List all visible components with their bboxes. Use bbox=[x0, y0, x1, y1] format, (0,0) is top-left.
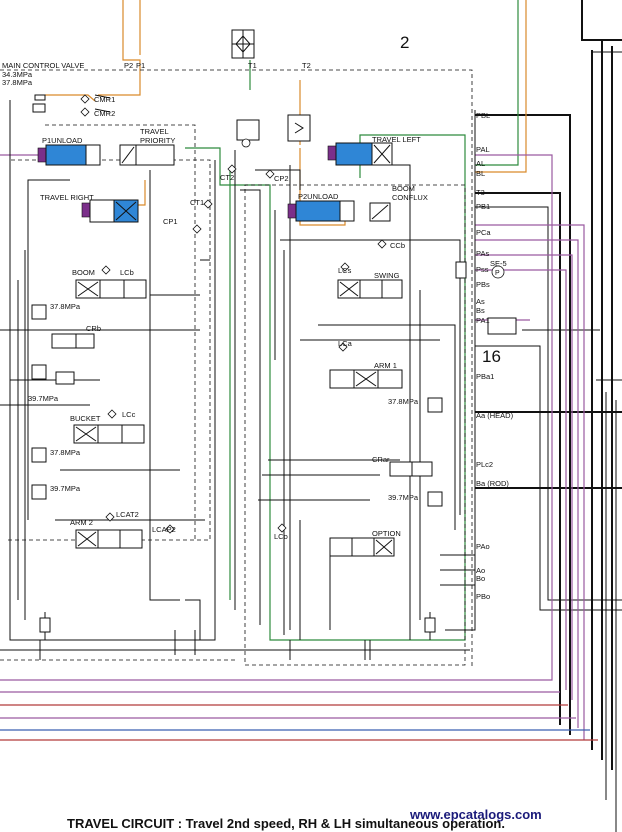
lcc-label: LCc bbox=[122, 410, 136, 419]
port-pa1-label: PA1 bbox=[476, 316, 490, 325]
p1unload-label: P1UNLOAD bbox=[42, 136, 83, 145]
relief-378-label-1: 37.8MPa bbox=[50, 302, 81, 311]
crb-label: CRb bbox=[86, 324, 101, 333]
bucket-label: BUCKET bbox=[70, 414, 101, 423]
port-pb1-label: PB1 bbox=[476, 202, 490, 211]
lca-label: LCa bbox=[338, 339, 353, 348]
port-as-label: As bbox=[476, 297, 485, 306]
port-t1-label: T1 bbox=[248, 61, 257, 70]
se5-label: SE-5 bbox=[490, 259, 507, 268]
port-pba1-label: PBa1 bbox=[476, 372, 494, 381]
relief-397-label-3: 39.7MPa bbox=[388, 493, 419, 502]
port-pao-label: PAo bbox=[476, 542, 490, 551]
relief-378-label-3: 37.8MPa bbox=[50, 448, 81, 457]
lcb-label: LCb bbox=[120, 268, 134, 277]
lcap2-label: LCAP2 bbox=[152, 525, 176, 534]
relief-valves bbox=[31, 261, 517, 633]
port-ao-label: Ao bbox=[476, 566, 485, 575]
port-bo-label: Bo bbox=[476, 574, 485, 583]
lcat2-label: LCAT2 bbox=[116, 510, 139, 519]
ct1-label: CT1 bbox=[190, 198, 204, 207]
boom-conflux-label-2: CONFLUX bbox=[392, 193, 428, 202]
component-labels: MAIN CONTROL VALVE 34.3MPa 37.8MPa P2 P1… bbox=[2, 33, 428, 541]
internal-passages bbox=[0, 100, 476, 660]
boom-conflux-label-1: BOOM bbox=[392, 184, 415, 193]
port-pss-label: Pss bbox=[476, 265, 489, 274]
relief-378-label-2: 37.8MPa bbox=[388, 397, 419, 406]
port-pas-label: PAs bbox=[476, 249, 489, 258]
reference-number-2: 2 bbox=[400, 33, 409, 52]
port-bl-label: BL bbox=[476, 169, 485, 178]
travel-left-label: TRAVEL LEFT bbox=[372, 135, 421, 144]
orange-pilot-lines bbox=[45, 0, 527, 226]
reference-number-16: 16 bbox=[482, 347, 501, 366]
option-label: OPTION bbox=[372, 529, 401, 538]
ccb-label: CCb bbox=[390, 241, 405, 250]
cp2-label: CP2 bbox=[274, 174, 289, 183]
arm2-label: ARM 2 bbox=[70, 518, 93, 527]
top-components bbox=[32, 29, 311, 148]
main-control-valve-label: MAIN CONTROL VALVE bbox=[2, 61, 84, 70]
port-p1-label: P1 bbox=[136, 61, 145, 70]
pressure-label-1: 34.3MPa bbox=[2, 70, 33, 79]
lcs-label: LCs bbox=[338, 266, 352, 275]
diagram-caption: TRAVEL CIRCUIT : Travel 2nd speed, RH & … bbox=[67, 816, 505, 831]
pressure-sensor-p-label: P bbox=[495, 270, 500, 277]
cmr1-label: CMR1 bbox=[94, 95, 115, 104]
relief-397-label-2: 39.7MPa bbox=[50, 484, 81, 493]
port-pbs-label: PBs bbox=[476, 280, 490, 289]
port-bs-label: Bs bbox=[476, 306, 485, 315]
arm1-label: ARM 1 bbox=[374, 361, 397, 370]
check-valves bbox=[80, 94, 387, 534]
port-al-label: AL bbox=[476, 159, 485, 168]
ct2-label: CT2 bbox=[220, 173, 234, 182]
port-pbl-label: PBL bbox=[476, 111, 490, 120]
port-labels: PBL PAL AL BL T3 PB1 PCa PAs SE-5 Pss P … bbox=[476, 111, 514, 601]
port-t2-label: T2 bbox=[302, 61, 311, 70]
right-black-lines bbox=[475, 0, 622, 832]
swing-label: SWING bbox=[374, 271, 400, 280]
travel-priority-label-2: PRIORITY bbox=[140, 136, 175, 145]
cp1-label: CP1 bbox=[163, 217, 178, 226]
port-p2-label: P2 bbox=[124, 61, 133, 70]
port-pca-label: PCa bbox=[476, 228, 491, 237]
port-aa-head-label: Aa (HEAD) bbox=[476, 411, 514, 420]
port-pal-label: PAL bbox=[476, 145, 490, 154]
relief-397-label-1: 39.7MPa bbox=[28, 394, 59, 403]
port-plc2-label: PLc2 bbox=[476, 460, 493, 469]
travel-priority-label-1: TRAVEL bbox=[140, 127, 169, 136]
lco-label: LCo bbox=[274, 532, 288, 541]
pressure-label-2: 37.8MPa bbox=[2, 78, 33, 87]
purple-red-lines bbox=[0, 154, 598, 741]
crar-label: CRar bbox=[372, 455, 390, 464]
watermark: www.epcatalogs.com bbox=[409, 807, 542, 822]
travel-right-label: TRAVEL RIGHT bbox=[40, 193, 94, 202]
p2unload-label: P2UNLOAD bbox=[298, 192, 339, 201]
boom-label: BOOM bbox=[72, 268, 95, 277]
port-t3-label: T3 bbox=[476, 188, 485, 197]
port-pbo-label: PBo bbox=[476, 592, 490, 601]
port-ba-rod-label: Ba (ROD) bbox=[476, 479, 509, 488]
valve-spools bbox=[37, 142, 433, 557]
cmr2-label: CMR2 bbox=[94, 109, 115, 118]
